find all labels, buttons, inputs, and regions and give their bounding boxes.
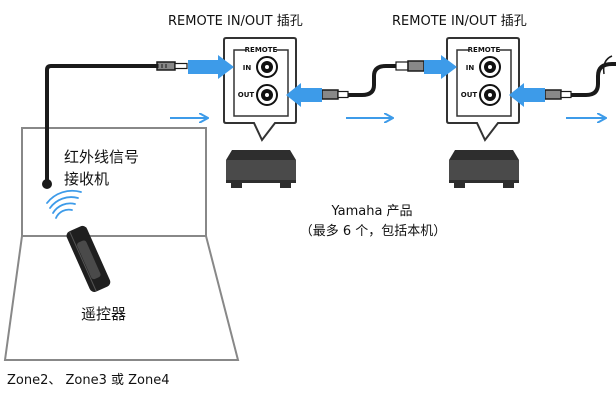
yamaha-device-icon (226, 150, 296, 188)
remote-out-jack (479, 84, 501, 106)
yamaha-product-label: Yamaha 产品 (331, 204, 413, 219)
link-cable-1 (321, 60, 425, 100)
infrared-signal-icon (46, 189, 82, 219)
ir-receiver-sensor (42, 179, 52, 189)
arrow-into-in-1 (188, 55, 234, 79)
arrow-from-out-1 (286, 83, 322, 107)
arrow-from-out-2 (509, 83, 545, 107)
zone-caption: Zone2、 Zone3 或 Zone4 (7, 373, 170, 388)
device-2: REMOTE IN OUT (446, 37, 520, 188)
remote-in-jack (256, 56, 278, 78)
panel-out-label: OUT (461, 91, 478, 99)
panel-remote-label: REMOTE (468, 46, 501, 54)
link-cable-2 (544, 55, 616, 100)
remote-control-label: 遥控器 (81, 305, 127, 323)
remote-control-icon (66, 225, 111, 292)
panel-remote-label: REMOTE (245, 46, 278, 54)
remote-in-jack (479, 56, 501, 78)
ir-receiver-cable (45, 61, 188, 182)
signal-arrows-thick (188, 55, 545, 107)
ir-receiver-label-line-2: 接收机 (64, 170, 110, 188)
device-1: REMOTE IN OUT (223, 37, 297, 188)
yamaha-device-icon (449, 150, 519, 188)
arrow-into-in-2 (424, 55, 457, 79)
jack-label-1: REMOTE IN/OUT 插孔 (168, 14, 303, 29)
panel-in-label: IN (466, 64, 475, 72)
ir-receiver-label: 红外线信号 接收机 (64, 146, 139, 190)
jack-label-2: REMOTE IN/OUT 插孔 (392, 14, 527, 29)
panel-out-label: OUT (238, 91, 255, 99)
panel-in-label: IN (243, 64, 252, 72)
zone-room (3, 127, 240, 361)
product-count-note: （最多 6 个，包括本机） (299, 224, 447, 239)
ir-receiver-label-line-1: 红外线信号 (64, 148, 140, 166)
remote-out-jack (256, 84, 278, 106)
